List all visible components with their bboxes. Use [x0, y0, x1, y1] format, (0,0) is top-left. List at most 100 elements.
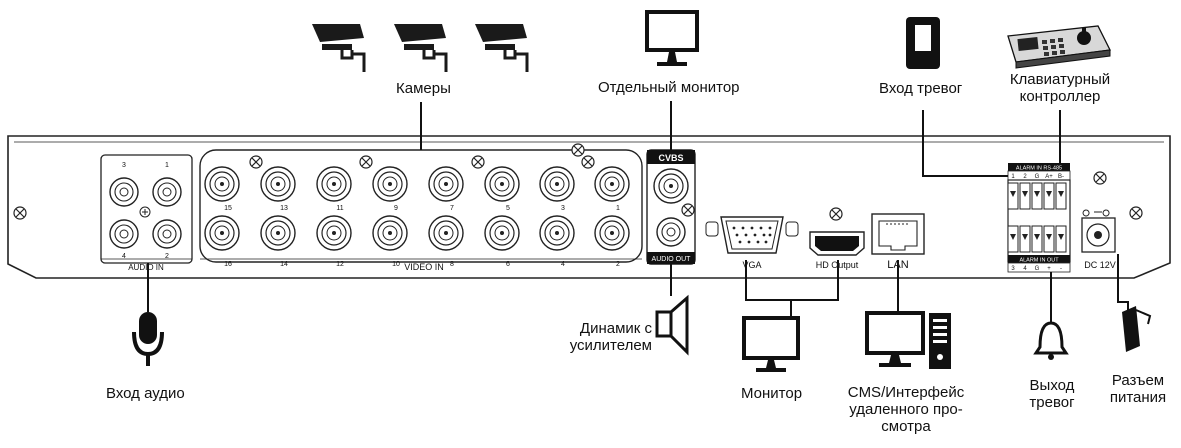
video-in-connector[interactable]	[372, 166, 408, 202]
cvbs-label: CVBS	[658, 153, 683, 163]
audio-in-label: AUDIO IN	[128, 263, 164, 272]
alarm-terminal-block	[1007, 163, 1071, 273]
video-in-connector[interactable]	[484, 215, 520, 251]
terminal-label: +	[1047, 266, 1051, 272]
video-port-number: 8	[450, 261, 454, 268]
audio-in-4[interactable]	[109, 219, 139, 249]
cvbs-connector[interactable]	[653, 168, 689, 204]
audio-port-number: 3	[122, 162, 126, 169]
power-connector-label: Разъем питания	[1102, 372, 1174, 406]
video-port-number: 6	[506, 261, 510, 268]
camera-icon	[392, 22, 448, 74]
hd-output-label: HD Output	[816, 260, 859, 270]
audio-port-number: 1	[165, 162, 169, 169]
lan-port[interactable]	[871, 213, 925, 255]
monitor-icon	[742, 316, 800, 372]
hdmi-port[interactable]	[809, 207, 865, 256]
bell-icon	[1033, 321, 1069, 360]
cms-line2: удаленного про-	[849, 401, 963, 418]
video-port-number: 3	[561, 205, 565, 212]
separate-monitor-label: Отдельный монитор	[598, 79, 740, 96]
video-in-connector[interactable]	[316, 215, 352, 251]
terminal-screw	[1034, 234, 1040, 240]
video-port-number: 13	[280, 205, 288, 212]
monitor-label: Монитор	[741, 385, 803, 402]
cvbs-audio-out-block	[646, 149, 696, 265]
alarm-out-label: Выход тревог	[1012, 377, 1092, 411]
terminal-screw	[1010, 191, 1016, 197]
terminal-screw	[1046, 234, 1052, 240]
alarm-out-line1: Выход	[1029, 377, 1075, 394]
keyboard-controller-line1: Клавиатурный	[1009, 71, 1111, 88]
terminal-label: -	[1060, 266, 1062, 272]
audio-out-connector[interactable]	[656, 217, 686, 247]
video-screw	[581, 155, 595, 169]
video-in-connector[interactable]	[539, 215, 575, 251]
mount-screw-right	[1129, 206, 1143, 220]
dc-label: DC 12V	[1084, 260, 1116, 270]
video-port-number: 4	[561, 261, 565, 268]
video-port-number: 15	[224, 205, 232, 212]
audio-out-label: AUDIO OUT	[652, 256, 692, 263]
video-in-connector[interactable]	[594, 215, 630, 251]
video-in-connector[interactable]	[428, 215, 464, 251]
cms-line1: CMS/Интерфейс	[847, 384, 965, 401]
audio-port-number: 2	[165, 253, 169, 260]
terminal-label: 3	[1011, 266, 1015, 272]
video-screw	[571, 143, 585, 157]
video-screw	[471, 155, 485, 169]
terminal-label: A+	[1045, 174, 1053, 180]
video-port-number: 14	[280, 261, 288, 268]
camera-icon	[473, 22, 529, 74]
hdmi-screw	[829, 207, 843, 221]
cms-line3: смотра	[881, 418, 931, 435]
video-port-number: 2	[616, 261, 620, 268]
video-in-connector[interactable]	[204, 166, 240, 202]
video-in-connector[interactable]	[316, 166, 352, 202]
audio-in-2[interactable]	[152, 219, 182, 249]
alarm-in-label: Вход тревог	[879, 80, 963, 97]
ground-screw	[1093, 171, 1107, 185]
video-port-number: 11	[336, 205, 343, 212]
speaker-icon	[655, 294, 689, 356]
audio-in-1[interactable]	[152, 177, 182, 207]
video-in-connector[interactable]	[204, 215, 240, 251]
video-port-number: 10	[392, 261, 400, 268]
video-in-connector[interactable]	[539, 166, 575, 202]
alarm-out-line2: тревог	[1029, 394, 1075, 411]
video-in-connector[interactable]	[484, 166, 520, 202]
audio-in-3[interactable]	[109, 177, 139, 207]
video-in-block	[199, 143, 643, 263]
connection-lines	[147, 101, 1129, 323]
terminal-screw	[1058, 191, 1064, 197]
speaker-label: Динамик с усилителем	[560, 320, 652, 354]
terminal-label: B-	[1058, 174, 1064, 180]
video-port-number: 7	[450, 205, 454, 212]
speaker-line2: усилителем	[569, 337, 652, 354]
keyboard-controller-icon	[1007, 25, 1111, 69]
terminal-label: 4	[1023, 266, 1027, 272]
power-line1: Разъем	[1111, 372, 1165, 389]
power-line2: питания	[1109, 389, 1167, 406]
video-in-connector[interactable]	[372, 215, 408, 251]
terminal-screw	[1022, 191, 1028, 197]
video-in-connector[interactable]	[260, 215, 296, 251]
keyboard-controller-line2: контроллер	[1019, 88, 1101, 105]
video-port-number: 1	[616, 205, 620, 212]
dc-power-port[interactable]	[1081, 171, 1116, 253]
computer-icon	[865, 311, 951, 369]
video-in-connector[interactable]	[260, 166, 296, 202]
terminal-screw	[1058, 234, 1064, 240]
vga-port[interactable]	[705, 216, 799, 254]
cvbs-screw	[681, 203, 695, 217]
power-adapter-icon	[1122, 306, 1152, 352]
video-port-number: 12	[336, 261, 344, 268]
alarm-in-rs485-label: ALARM IN RS-485	[1016, 166, 1062, 172]
speaker-line1: Динамик с	[579, 320, 652, 337]
video-screw	[249, 155, 263, 169]
terminal-screw	[1034, 191, 1040, 197]
lan-label: LAN	[887, 259, 908, 271]
video-in-connector[interactable]	[594, 166, 630, 202]
video-in-connector[interactable]	[428, 166, 464, 202]
microphone-icon	[132, 312, 164, 366]
